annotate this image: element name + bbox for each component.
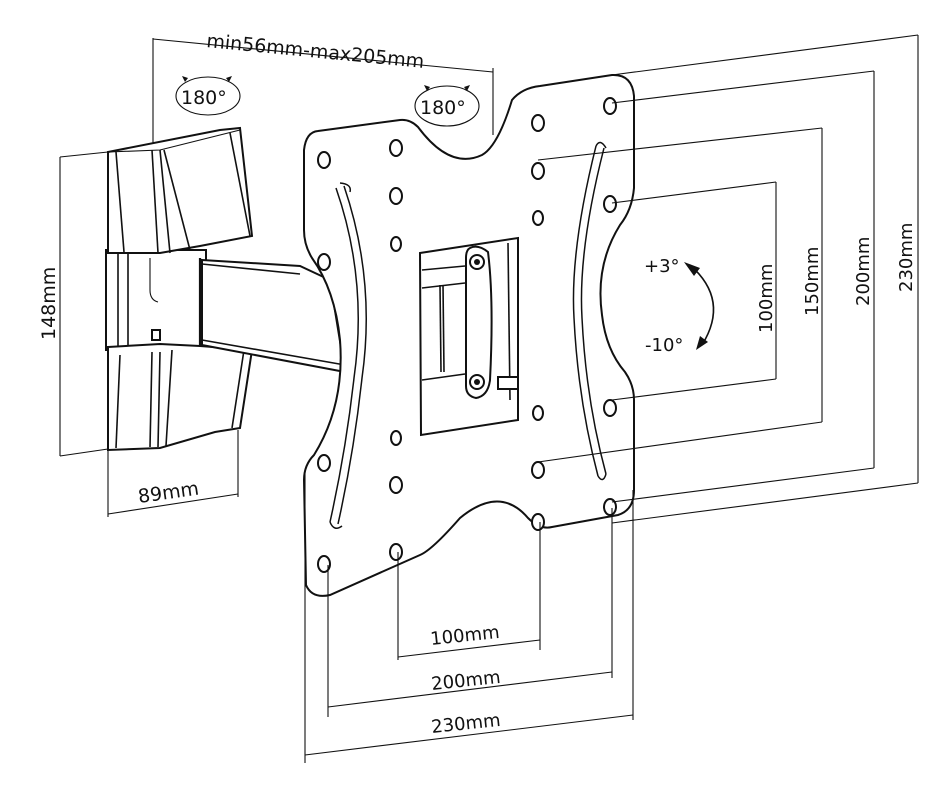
tilt-arc xyxy=(689,264,715,346)
arm-edge xyxy=(201,339,346,366)
vertical-150mm-label: 150mm xyxy=(802,247,823,316)
left-slot xyxy=(329,187,359,523)
wall-plate-width-label: 89mm xyxy=(137,478,201,508)
vesa-vertical-dimensions: 100mm 150mm 200mm 230mm xyxy=(537,34,919,524)
hinge-edge xyxy=(229,132,251,237)
height-tick-top xyxy=(59,151,109,158)
lock-tab xyxy=(497,376,519,390)
swivel-indicator-arm: 180° xyxy=(414,85,480,127)
tilt-up-arrow-icon xyxy=(684,262,700,276)
mounting-hole xyxy=(317,253,331,271)
slot-cap xyxy=(595,141,607,481)
tilt-bracket-edge xyxy=(421,373,466,381)
height-tick-bottom xyxy=(59,448,109,457)
mounting-hole xyxy=(390,236,402,252)
vesa-plate xyxy=(302,73,635,597)
dim-h100-line xyxy=(397,639,541,658)
mounting-hole xyxy=(603,498,617,516)
mounting-hole xyxy=(389,187,403,205)
wall-plate-height-label: 148mm xyxy=(38,267,60,340)
swing-arm xyxy=(201,258,347,374)
tilt-indicator: +3° -10° xyxy=(644,256,715,356)
dim-200-bottom xyxy=(611,467,875,503)
mounting-hole xyxy=(389,476,403,494)
hinge-edge xyxy=(231,349,245,429)
vertical-230mm-label: 230mm xyxy=(896,223,917,292)
hinge-edge xyxy=(163,149,191,251)
tilt-up-label: +3° xyxy=(644,256,680,277)
extension-line xyxy=(152,38,494,73)
right-slot xyxy=(572,145,599,477)
width-line xyxy=(107,493,239,515)
vertical-200mm-label: 200mm xyxy=(853,237,874,306)
swivel-label-wall: 180° xyxy=(181,87,227,109)
hinge-edge xyxy=(115,151,125,253)
hinge-edge xyxy=(151,149,159,254)
hinge-pin xyxy=(151,329,161,341)
hinge-edge xyxy=(115,354,121,449)
post-detail xyxy=(149,258,159,303)
tilt-bracket-edge xyxy=(442,284,445,373)
wall-bracket xyxy=(105,126,254,452)
wall-plate-height-dimension: 148mm xyxy=(38,151,109,457)
bolt-center xyxy=(474,379,480,385)
dim-h200-line xyxy=(327,671,613,708)
tilt-bracket-edge xyxy=(439,284,442,373)
left-slot xyxy=(337,185,367,525)
hinge-edge xyxy=(149,351,153,448)
tilt-bracket-edge xyxy=(421,265,466,271)
vesa-horizontal-dimensions: 100mm 200mm 230mm xyxy=(304,470,634,763)
hinge-edge xyxy=(159,149,171,254)
mounting-hole xyxy=(317,555,331,573)
dim-230-top xyxy=(611,34,919,76)
rotation-arrow-icon xyxy=(424,85,430,91)
horizontal-200mm-label: 200mm xyxy=(430,667,501,695)
mounting-hole xyxy=(531,513,545,531)
rotation-arrow-icon xyxy=(226,76,232,82)
dim-230-bottom xyxy=(611,482,919,524)
dim-150-top xyxy=(537,127,823,161)
arm-extension-label: min56mm-max205mm xyxy=(206,30,426,73)
slot-cap xyxy=(329,182,352,529)
tilt-down-label: -10° xyxy=(645,335,683,356)
dim-h230-line xyxy=(304,714,634,756)
mounting-hole xyxy=(603,97,617,115)
mounting-hole xyxy=(531,114,545,132)
rotation-arrow-icon xyxy=(464,85,470,91)
mounting-hole xyxy=(532,405,544,421)
bolt-center xyxy=(474,259,480,265)
rotation-ellipse-icon xyxy=(175,76,241,116)
hinge-edge xyxy=(157,351,161,448)
swivel-indicator-wall: 180° xyxy=(175,76,241,116)
dim-150-bottom xyxy=(537,421,823,463)
mounting-hole xyxy=(389,543,403,561)
tilt-bracket-edge xyxy=(507,242,511,401)
hinge-edge xyxy=(165,349,173,447)
tilt-hinge-plate xyxy=(465,245,493,400)
mounting-hole xyxy=(317,151,331,169)
right-slot xyxy=(580,147,607,475)
tilt-down-arrow-icon xyxy=(696,336,708,350)
mounting-hole xyxy=(317,454,331,472)
upper-hinge-block xyxy=(107,126,254,254)
dim-100-top xyxy=(611,181,777,204)
rotation-arrow-icon xyxy=(182,76,188,82)
mounting-hole xyxy=(603,399,617,417)
mounting-hole xyxy=(531,162,545,180)
vertical-100mm-label: 100mm xyxy=(756,264,777,333)
rotation-ellipse-icon xyxy=(414,85,480,127)
horizontal-230mm-label: 230mm xyxy=(430,710,501,738)
mounting-hole xyxy=(390,430,402,446)
swivel-label-arm: 180° xyxy=(420,97,466,119)
mounting-hole xyxy=(389,139,403,157)
mounting-hole xyxy=(531,461,545,479)
mounting-hole xyxy=(603,195,617,213)
dim-200-top xyxy=(611,70,875,104)
dim-100-bottom xyxy=(611,378,777,401)
arm-edge xyxy=(201,263,301,275)
mounting-hole xyxy=(532,210,544,226)
lower-hinge-block xyxy=(107,342,254,452)
